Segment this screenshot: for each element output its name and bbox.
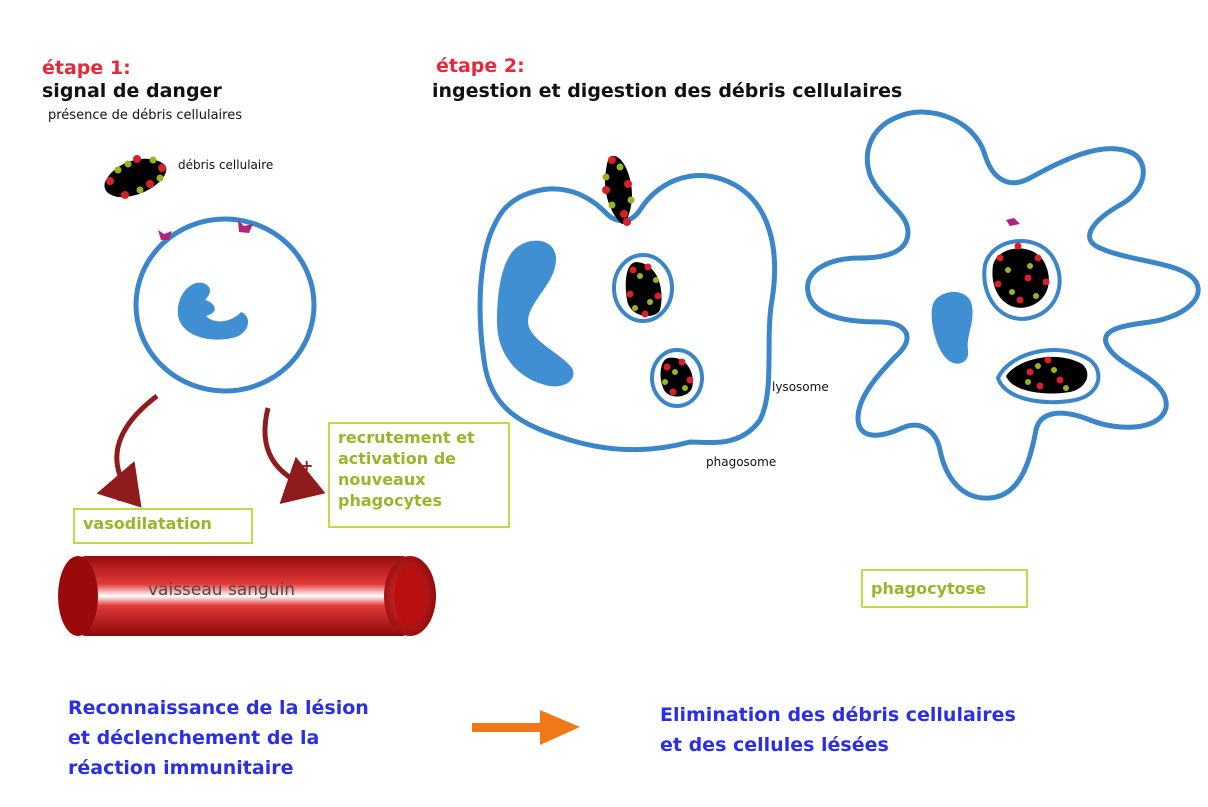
ingesting-phagocyte-cell <box>480 156 775 450</box>
vessel-label: vaisseau sanguin <box>148 580 295 600</box>
vasodilation-box-text: vasodilatation <box>83 514 212 533</box>
recruitment-line: recrutement et <box>338 427 500 448</box>
plus-sign-recruitment: + <box>300 456 313 475</box>
recruitment-box: recrutement et activation de nouveaux ph… <box>328 422 510 528</box>
plus-sign-vasodilation: + <box>112 486 125 505</box>
phagocytosis-box-text: phagocytose <box>871 579 986 598</box>
lysosome-label: lysosome <box>772 380 829 394</box>
star-phagocyte-cell <box>808 112 1199 498</box>
resting-phagocyte-cell <box>136 219 314 391</box>
recruitment-line: activation de <box>338 448 500 469</box>
debris-particle-free <box>104 155 166 199</box>
recruitment-line: phagocytes <box>338 490 500 511</box>
vasodilation-arrow <box>117 396 157 500</box>
bottom-right-line: et des cellules lésées <box>660 730 1016 760</box>
bottom-left-line: et déclenchement de la <box>68 723 369 753</box>
bottom-left-line: réaction immunitaire <box>68 753 369 783</box>
bottom-right-line: Elimination des débris cellulaires <box>660 700 1016 730</box>
step1-heading: signal de danger <box>42 80 222 102</box>
vasodilation-box: vasodilatation <box>73 508 253 544</box>
phagosome-label: phagosome <box>706 455 776 469</box>
step2-title: étape 2: <box>436 55 525 77</box>
step1-subheading: présence de débris cellulaires <box>48 108 242 123</box>
bottom-left-line: Reconnaissance de la lésion <box>68 693 369 723</box>
debris-label: débris cellulaire <box>178 158 273 172</box>
recruitment-arrow <box>265 408 316 490</box>
progression-arrow <box>472 710 580 745</box>
step2-heading: ingestion et digestion des débris cellul… <box>432 80 902 102</box>
step1-title: étape 1: <box>42 57 131 79</box>
bottom-right-caption: Elimination des débris cellulaires et de… <box>660 700 1016 760</box>
recruitment-line: nouveaux <box>338 469 500 490</box>
bottom-left-caption: Reconnaissance de la lésion et déclenche… <box>68 693 369 783</box>
phagocytosis-box: phagocytose <box>861 569 1028 608</box>
